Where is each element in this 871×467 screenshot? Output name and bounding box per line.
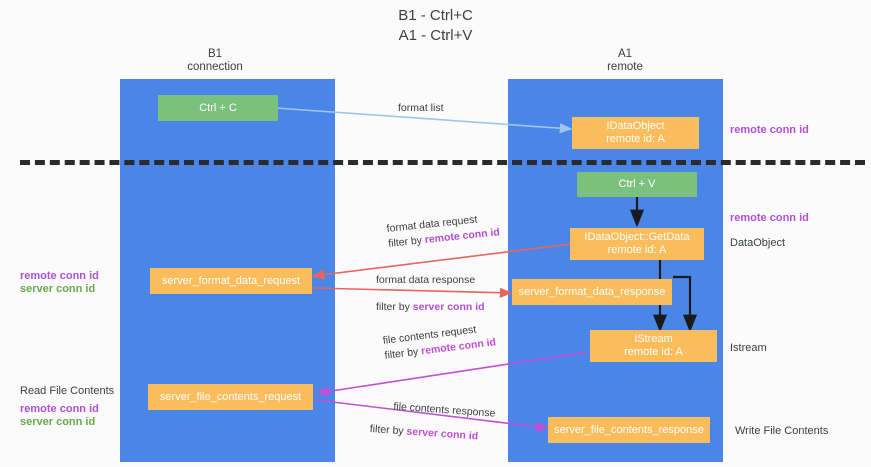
column-header-b1: B1 connection [187,48,243,73]
annotation-istream: Istream [730,342,767,354]
node-getdata[interactable]: IDataObject::GetData remote id: A [570,228,704,260]
annotation-left-remote-conn-id-bottom: remote conn id [20,403,99,415]
node-istream-remote[interactable]: IStream remote id: A [590,330,717,362]
annotation-left-remote-conn-id-mid: remote conn id [20,270,99,282]
column-header-a1: A1 remote [607,48,643,73]
annotation-write-file-contents: Write File Contents [735,425,829,437]
annotation-read-file-contents: Read File Contents [20,385,115,397]
edge-label-format-data-response-key: server conn id [412,301,485,313]
node-idataobject-remote[interactable]: IDataObject remote id: A [572,117,699,149]
edge-label-format-list: format list [398,102,444,114]
phase-divider [20,160,865,165]
node-ctrl-c[interactable]: Ctrl + C [158,95,278,121]
node-server-file-contents-response[interactable]: server_file_contents_response [548,417,710,443]
node-server-file-contents-request[interactable]: server_file_contents_request [148,384,313,410]
edge-label-file-contents-request: file contents request filter by remote c… [382,320,497,363]
edge-label-format-data-response-filter: filter by server conn id [376,301,485,313]
edge-label-file-contents-response-text: file contents response [393,400,496,420]
edge-label-format-data-response: format data response filter by server co… [376,273,485,315]
annotation-remote-conn-id-mid: remote conn id [730,212,809,224]
edge-label-format-data-response-text: format data response [376,274,476,286]
node-server-format-data-request[interactable]: server_format_data_request [150,268,312,294]
annotation-remote-conn-id-top: remote conn id [730,124,809,136]
edge-label-file-contents-response-filter: filter by server conn id [369,422,479,443]
annotation-left-server-conn-id-mid: server conn id [20,283,96,295]
edge-label-file-contents-response-key: server conn id [406,425,479,443]
page-title: B1 - Ctrl+C A1 - Ctrl+V [398,7,473,44]
annotation-dataobject: DataObject [730,237,786,249]
edge-label-file-contents-response: file contents response filter by server … [369,398,496,446]
node-ctrl-v[interactable]: Ctrl + V [577,172,697,197]
annotation-left-server-conn-id-bottom: server conn id [20,416,96,428]
node-server-format-data-response[interactable]: server_format_data_response [512,279,672,305]
edge-label-format-data-request: format data request filter by remote con… [386,210,501,252]
